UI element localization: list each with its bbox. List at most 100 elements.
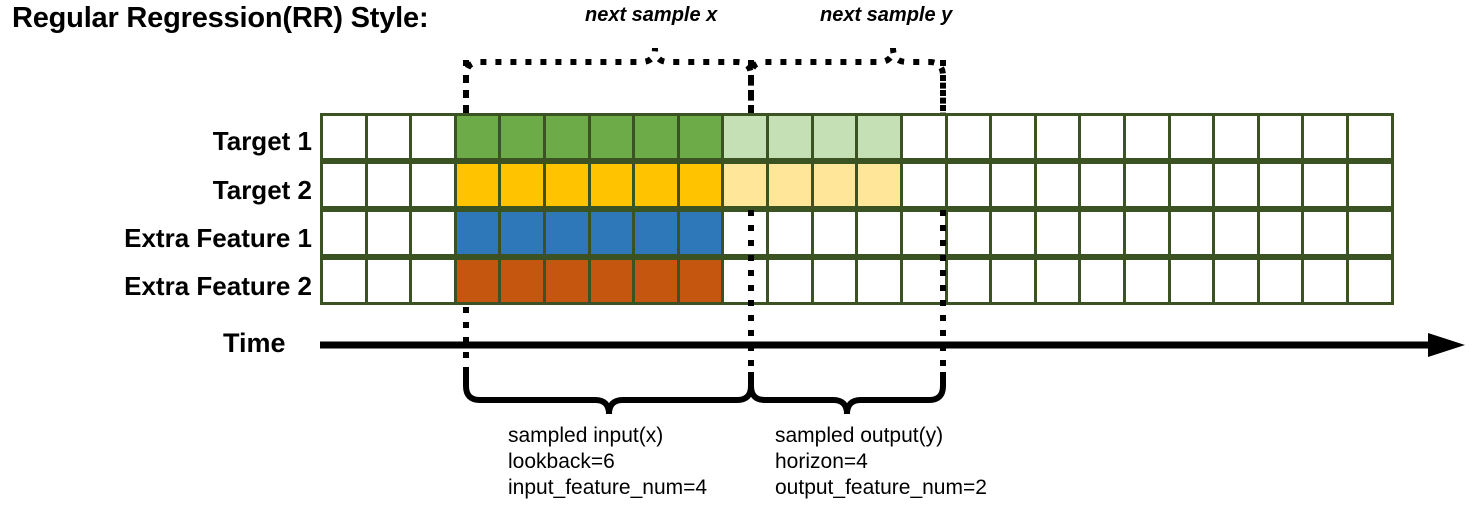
grid-cell-output: [721, 113, 770, 161]
grid-cell-empty: [989, 209, 1037, 257]
grid-cell-input: [676, 161, 725, 209]
grid-cell-empty: [1122, 209, 1171, 257]
grid-cell-empty: [1256, 209, 1305, 257]
grid-cell-empty: [1212, 257, 1260, 305]
grid-cell-empty: [944, 161, 993, 209]
grid-cell-empty: [766, 257, 814, 305]
grid-cell-empty: [899, 161, 948, 209]
grid-cell-empty: [944, 209, 993, 257]
grid-cell-empty: [855, 209, 903, 257]
grid-cell-empty: [364, 113, 413, 161]
grid-cell-output: [766, 113, 814, 161]
grid-cell-empty: [899, 113, 948, 161]
grid-cell-input: [632, 257, 680, 305]
grid-cell-empty: [721, 209, 770, 257]
grid-cell-empty: [1301, 113, 1350, 161]
caption-output-line1: sampled output(y): [775, 424, 944, 447]
grid-cell-output: [810, 113, 859, 161]
grid-cell-empty: [320, 161, 368, 209]
grid-cell-empty: [320, 113, 368, 161]
grid-cell-input: [632, 161, 680, 209]
grid-cell-input: [632, 113, 680, 161]
grid-cell-empty: [1078, 257, 1126, 305]
grid-cell-input: [587, 209, 636, 257]
grid-cell-empty: [1122, 161, 1171, 209]
grid-cell-empty: [1212, 113, 1260, 161]
grid-row: [320, 161, 1463, 209]
grid-cell-empty: [409, 113, 457, 161]
annotation-next-sample-x: next sample x: [585, 4, 718, 26]
grid-cell-empty: [320, 209, 368, 257]
grid-cell-input: [676, 257, 725, 305]
grid-cell-empty: [1301, 209, 1350, 257]
grid-row: [320, 209, 1463, 257]
grid-cell-empty: [1346, 209, 1394, 257]
grid-cell-empty: [364, 257, 413, 305]
grid-cell-input: [453, 113, 502, 161]
grid-cell-empty: [989, 161, 1037, 209]
grid-cell-empty: [1033, 209, 1082, 257]
grid-cell-empty: [1346, 257, 1394, 305]
grid-cell-empty: [1078, 209, 1126, 257]
caption-input-line3: input_feature_num=4: [508, 476, 708, 499]
caption-sampled-input: sampled input(x) lookback=6 input_featur…: [508, 423, 707, 501]
grid-row: [320, 257, 1463, 305]
page-title: Regular Regression(RR) Style:: [12, 2, 429, 34]
row-label-extra-feature-1: Extra Feature 1: [124, 223, 312, 253]
grid-cell-empty: [1167, 257, 1216, 305]
grid-cell-empty: [766, 209, 814, 257]
grid-cell-input: [498, 161, 547, 209]
grid-cell-input: [676, 209, 725, 257]
grid-cell-empty: [1078, 113, 1126, 161]
grid-cell-empty: [1256, 113, 1305, 161]
grid-cell-empty: [989, 257, 1037, 305]
timeseries-grid: [320, 113, 1463, 307]
grid-cell-empty: [989, 113, 1037, 161]
caption-input-line2: lookback=6: [508, 450, 615, 473]
grid-cell-output: [855, 113, 903, 161]
grid-cell-empty: [1078, 161, 1126, 209]
grid-cell-input: [543, 209, 591, 257]
grid-cell-empty: [409, 209, 457, 257]
grid-cell-output: [766, 161, 814, 209]
grid-cell-empty: [1256, 161, 1305, 209]
grid-cell-input: [543, 161, 591, 209]
grid-cell-empty: [721, 257, 770, 305]
grid-cell-empty: [1167, 161, 1216, 209]
grid-cell-empty: [944, 113, 993, 161]
grid-cell-input: [453, 161, 502, 209]
grid-cell-empty: [855, 257, 903, 305]
grid-cell-input: [587, 113, 636, 161]
grid-cell-empty: [1212, 209, 1260, 257]
brace-next-sample-x: [463, 47, 754, 113]
grid-cell-empty: [899, 257, 948, 305]
brace-next-sample-y: [748, 47, 946, 113]
grid-cell-empty: [1167, 113, 1216, 161]
grid-cell-empty: [1033, 113, 1082, 161]
grid-cell-input: [543, 113, 591, 161]
caption-input-line1: sampled input(x): [508, 424, 664, 447]
annotation-next-sample-y: next sample y: [820, 4, 953, 26]
grid-cell-output: [721, 161, 770, 209]
row-label-target-1: Target 1: [212, 126, 312, 156]
grid-cell-input: [498, 257, 547, 305]
grid-cell-empty: [409, 161, 457, 209]
grid-cell-empty: [1122, 257, 1171, 305]
grid-cell-empty: [944, 257, 993, 305]
caption-output-line3: output_feature_num=2: [775, 476, 987, 499]
grid-cell-empty: [1346, 113, 1394, 161]
brace-sampled-input: [463, 372, 754, 415]
grid-cell-empty: [1346, 161, 1394, 209]
grid-cell-empty: [1212, 161, 1260, 209]
grid-cell-empty: [1256, 257, 1305, 305]
grid-cell-empty: [1167, 209, 1216, 257]
grid-cell-empty: [810, 209, 859, 257]
grid-cell-empty: [409, 257, 457, 305]
grid-cell-input: [498, 113, 547, 161]
grid-cell-input: [587, 257, 636, 305]
grid-cell-input: [453, 257, 502, 305]
grid-cell-empty: [320, 257, 368, 305]
grid-cell-empty: [810, 257, 859, 305]
grid-cell-output: [855, 161, 903, 209]
